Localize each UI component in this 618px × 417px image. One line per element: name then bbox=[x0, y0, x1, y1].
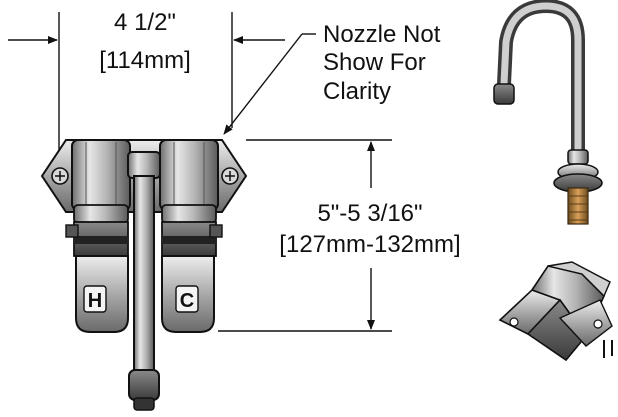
hot-valve-body bbox=[65, 139, 131, 257]
width-metric-label: [114mm] bbox=[99, 47, 191, 74]
pedal-valve-isometric-icon bbox=[498, 261, 613, 362]
width-imperial-label: 4 1/2" bbox=[114, 9, 176, 36]
height-metric-label: [127mm-132mm] bbox=[279, 231, 460, 258]
width-dimension: 4 1/2" [114mm] bbox=[8, 9, 285, 150]
hot-handle: H bbox=[75, 255, 129, 333]
height-dimension: 5"-5 3/16" [127mm-132mm] bbox=[218, 139, 461, 332]
callout-line-1: Nozzle Not bbox=[323, 21, 441, 48]
height-imperial-label: 5"-5 3/16" bbox=[317, 200, 422, 227]
callout-line-3: Clarity bbox=[323, 78, 391, 105]
left-mounting-screw-icon bbox=[51, 167, 69, 185]
callout-line-2: Show For bbox=[323, 49, 426, 76]
front-view-valve-assembly: H C bbox=[40, 139, 248, 411]
cold-handle: C bbox=[161, 255, 215, 333]
cold-valve-body bbox=[159, 139, 223, 257]
center-spout-tube bbox=[127, 151, 161, 411]
cold-handle-label: C bbox=[180, 290, 194, 312]
hot-handle-label: H bbox=[88, 290, 102, 312]
nozzle-callout: Nozzle Not Show For Clarity bbox=[223, 21, 441, 135]
gooseneck-nozzle-icon bbox=[493, 0, 603, 225]
right-mounting-screw-icon bbox=[221, 167, 239, 185]
